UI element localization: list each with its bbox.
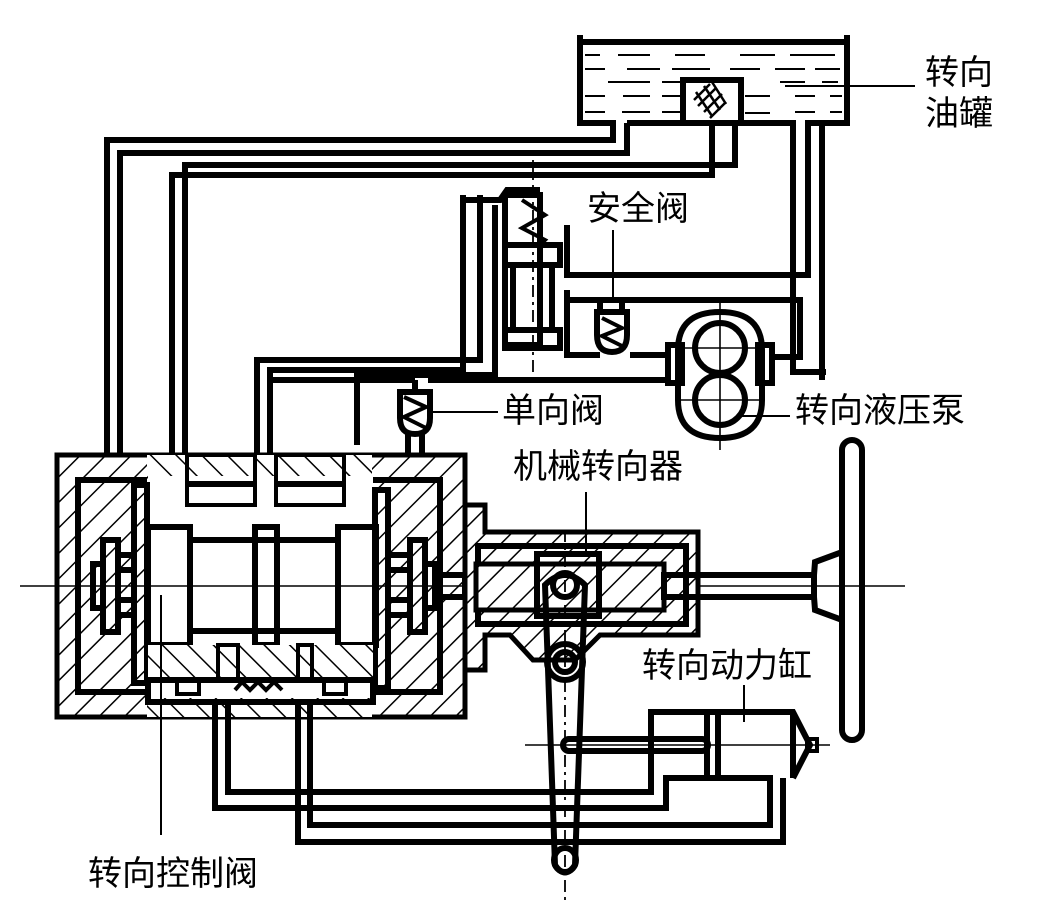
label-mechanical-gear: 机械转向器 [513,447,683,487]
gear-pump [665,300,790,450]
label-check-valve: 单向阀 [502,391,604,431]
control-valve [20,452,905,835]
label-control-valve: 转向控制阀 [88,854,258,894]
oil-reservoir [104,35,915,455]
mechanical-steering-gear [462,437,865,900]
relief-valve-body [594,309,630,356]
label-safety-valve: 安全阀 [587,189,689,229]
steering-wheel-icon[interactable] [839,437,865,743]
power-cylinder [525,685,830,780]
spring-icon [233,679,284,693]
label-power-cylinder: 转向动力缸 [642,646,812,686]
filter-mesh-icon [693,81,728,119]
spring-icon [597,316,627,348]
safety-valve [502,160,630,380]
fluid-level-lines [585,54,842,114]
cylinder-lines [212,702,786,845]
spring-icon [517,198,549,247]
check-valve [397,389,498,455]
label-reservoir-line2: 油罐 [925,94,993,134]
label-reservoir-line1: 转向 [925,53,993,93]
label-pump: 转向液压泵 [795,391,965,431]
hydraulic-lines [169,123,803,520]
